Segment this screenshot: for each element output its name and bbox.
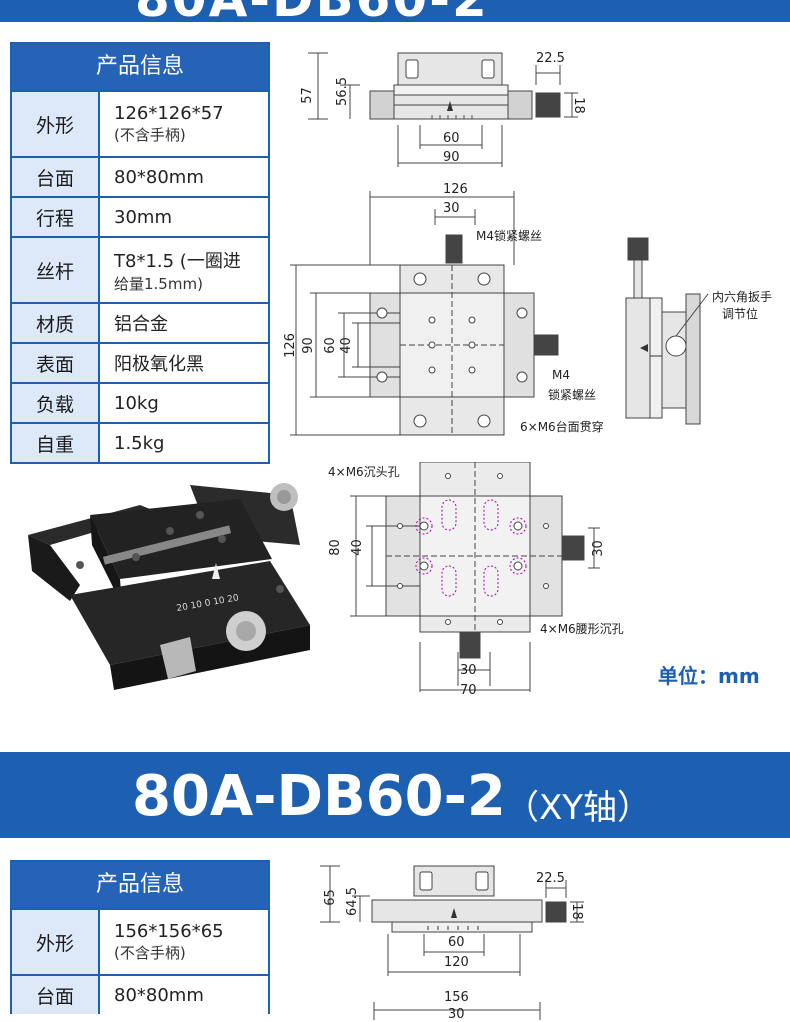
- lock-screw-side-label: 锁紧螺丝: [548, 388, 597, 402]
- dim-156: 156: [444, 990, 469, 1005]
- m4-side-label: M4: [552, 368, 570, 382]
- top-view-drawing: [290, 191, 559, 436]
- spec-table-1: 产品信息 外形 126*126*57 (不含手柄) 台面 80*80mm 行程 30mm 丝杆…: [10, 42, 270, 464]
- spec-key: 外形: [12, 910, 100, 974]
- top-banner-title: 80A-DB60-2: [135, 0, 489, 22]
- spec-value: 阳极氧化黑: [114, 354, 204, 375]
- spec-row: 台面 80*80mm: [12, 974, 268, 1014]
- spec-row: 材质铝合金: [12, 302, 268, 342]
- dim-65: 65: [322, 889, 338, 906]
- spec-value: 80*80mm: [114, 166, 204, 188]
- waist-holes-label: 4×M6腰形沉孔: [540, 622, 624, 636]
- spec-row: 表面阳极氧化黑: [12, 342, 268, 382]
- dim-70: 70: [460, 683, 477, 698]
- spec-key: 台面: [12, 158, 100, 196]
- m4-lock-screw-label: M4锁紧螺丝: [476, 229, 542, 243]
- spec-key: 台面: [12, 976, 100, 1014]
- dim-126-height: 126: [282, 333, 298, 358]
- dim-60-height: 60: [322, 337, 338, 354]
- spec-value: 156*156*65: [114, 921, 224, 942]
- dim-57: 57: [299, 87, 315, 104]
- dim-56-5: 56.5: [334, 77, 350, 106]
- spec-value: 80*80mm: [114, 984, 204, 1006]
- dim-60: 60: [443, 131, 460, 146]
- front-view-drawing-2: [320, 865, 584, 1020]
- m6-through-holes-label: 6×M6台面贯穿: [520, 420, 604, 434]
- spec-value: T8*1.5 (一圈进: [114, 250, 241, 272]
- spec-value: 30mm: [114, 206, 172, 228]
- top-banner: 80A-DB60-2: [0, 0, 790, 22]
- spec-row: 自重 1.5kg: [12, 422, 268, 462]
- spec-row: 台面 80*80mm: [12, 156, 268, 196]
- spec-table-2: 产品信息 外形 156*156*65 (不含手柄) 台面 80*80mm: [10, 860, 270, 1014]
- spec-key: 外形: [12, 92, 100, 156]
- dim-120: 120: [444, 955, 469, 970]
- spec-value-cell: 阳极氧化黑: [100, 344, 268, 382]
- dim-30: 30: [443, 201, 460, 216]
- dim-80: 80: [327, 539, 343, 556]
- spec-value-note: (不含手柄): [114, 126, 186, 144]
- dim-126-width: 126: [443, 182, 468, 197]
- dim-18: 18: [570, 97, 586, 114]
- hex-wrench-label: 内六角扳手: [712, 290, 773, 304]
- spec-row: 外形 156*156*65 (不含手柄): [12, 908, 268, 974]
- dim-40-bottom: 40: [349, 539, 365, 556]
- spec-key: 负载: [12, 384, 100, 422]
- model-axis-suffix: （XY轴）: [505, 788, 652, 828]
- spec-table-header: 产品信息: [12, 862, 268, 908]
- dim-90-height: 90: [300, 337, 316, 354]
- spec-key: 自重: [12, 424, 100, 462]
- spec-value-cell: 10kg: [100, 384, 268, 422]
- spec-value-cell: 126*126*57 (不含手柄): [100, 92, 268, 156]
- spec-value: 1.5kg: [114, 432, 165, 454]
- dim-64-5: 64.5: [344, 887, 360, 916]
- spec-value-cell: 铝合金: [100, 304, 268, 342]
- spec-value-cell: 1.5kg: [100, 424, 268, 462]
- spec-value-cell: 156*156*65 (不含手柄): [100, 910, 268, 974]
- dim-22-5: 22.5: [536, 51, 565, 66]
- unit-label: 单位：mm: [658, 664, 760, 688]
- adjustment-position-label: 调节位: [722, 307, 759, 321]
- dim-90: 90: [443, 150, 460, 165]
- spec-value-cell: 30mm: [100, 198, 268, 236]
- spec-key: 丝杆: [12, 238, 100, 302]
- spec-row: 负载 10kg: [12, 382, 268, 422]
- dim-30-bottom: 30: [460, 663, 477, 678]
- spec-row: 外形 126*126*57 (不含手柄): [12, 90, 268, 156]
- dim-30-right: 30: [590, 540, 606, 557]
- model-banner: 80A-DB60-2 （XY轴）: [0, 752, 790, 838]
- spec-value: 铝合金: [114, 314, 168, 335]
- spec-value-cell: 80*80mm: [100, 158, 268, 196]
- front-view-drawing: [308, 52, 578, 167]
- spec-row: 行程 30mm: [12, 196, 268, 236]
- spec-value-note: (不含手柄): [114, 944, 186, 962]
- spec-value-cell: 80*80mm: [100, 976, 268, 1014]
- bottom-view-drawing: [350, 462, 600, 692]
- dim-60-second: 60: [448, 935, 465, 950]
- dim-40-height: 40: [338, 337, 354, 354]
- spec-value: 10kg: [114, 392, 159, 414]
- spec-key: 表面: [12, 344, 100, 382]
- spec-value: 126*126*57: [114, 103, 224, 124]
- spec-value-note: 给量1.5mm): [114, 274, 203, 293]
- spec-key: 行程: [12, 198, 100, 236]
- spec-value-cell: T8*1.5 (一圈进给量1.5mm): [100, 238, 268, 302]
- side-view-drawing: [625, 237, 709, 425]
- spec-key: 材质: [12, 304, 100, 342]
- dim-22-5-second: 22.5: [536, 871, 565, 886]
- product-photo: 20 10 0 10 20: [28, 483, 310, 690]
- spec-table-header: 产品信息: [12, 44, 268, 90]
- model-title: 80A-DB60-2: [132, 764, 506, 829]
- dim-30-second: 30: [448, 1007, 465, 1022]
- countersink-holes-label: 4×M6沉头孔: [328, 465, 400, 479]
- dim-18-second: 18: [568, 903, 584, 920]
